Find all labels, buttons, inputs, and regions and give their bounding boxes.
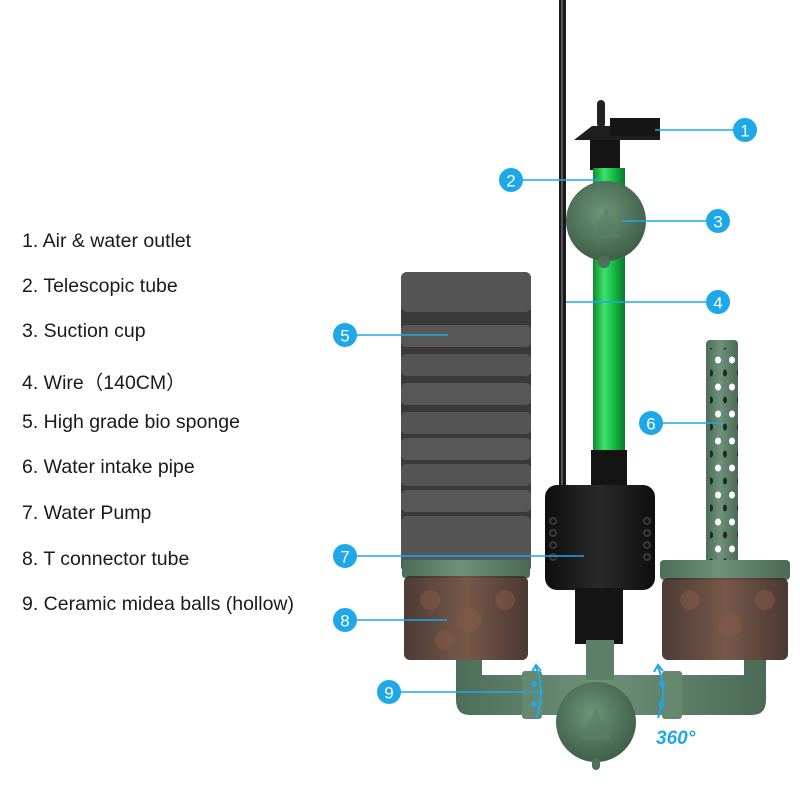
callout-4: 4 [706, 290, 730, 314]
callout-6: 6 [639, 411, 663, 435]
svg-text:5: 5 [340, 327, 349, 346]
callout-5: 5 [333, 323, 357, 347]
svg-text:6: 6 [646, 415, 655, 434]
legend-item-3: 3. Suction cup [22, 320, 146, 342]
callout-lines [355, 129, 733, 693]
water-pump [545, 485, 655, 644]
legend-item-1: 1. Air & water outlet [22, 230, 192, 252]
suction-cup [566, 181, 646, 268]
legend-item-4: 4. Wire（140CM） [22, 372, 186, 394]
callout-9: 9 [377, 680, 401, 704]
svg-text:3: 3 [713, 213, 722, 232]
callout-8: 8 [333, 608, 357, 632]
callout-3: 3 [706, 209, 730, 233]
svg-text:7: 7 [340, 548, 349, 567]
svg-text:2: 2 [506, 172, 515, 191]
air-water-outlet [574, 100, 660, 170]
t-connector-tube-right [660, 560, 790, 660]
svg-text:8: 8 [340, 612, 349, 631]
callout-7: 7 [333, 544, 357, 568]
callout-1: 1 [733, 118, 757, 142]
bio-sponge [401, 272, 531, 572]
svg-text:4: 4 [713, 294, 722, 313]
legend-item-6: 6. Water intake pipe [22, 456, 195, 478]
rotation-label: 360° [656, 728, 696, 749]
svg-text:9: 9 [384, 684, 393, 703]
legend-item-7: 7. Water Pump [22, 502, 152, 524]
wire [559, 0, 566, 495]
rotation-arrow-right [653, 663, 665, 719]
legend-item-8: 8. T connector tube [22, 548, 190, 570]
svg-text:1: 1 [740, 122, 749, 141]
t-connector-tube-left [402, 560, 530, 660]
legend-item-9: 9. Ceramic midea balls (hollow) [22, 593, 295, 615]
callout-2: 2 [499, 168, 523, 192]
water-intake-pipe [706, 340, 738, 575]
rotation-arrow-left [531, 663, 542, 719]
legend-item-5: 5. High grade bio sponge [22, 411, 240, 433]
lower-suction-cup [556, 682, 636, 770]
legend-item-2: 2. Telescopic tube [22, 275, 178, 297]
